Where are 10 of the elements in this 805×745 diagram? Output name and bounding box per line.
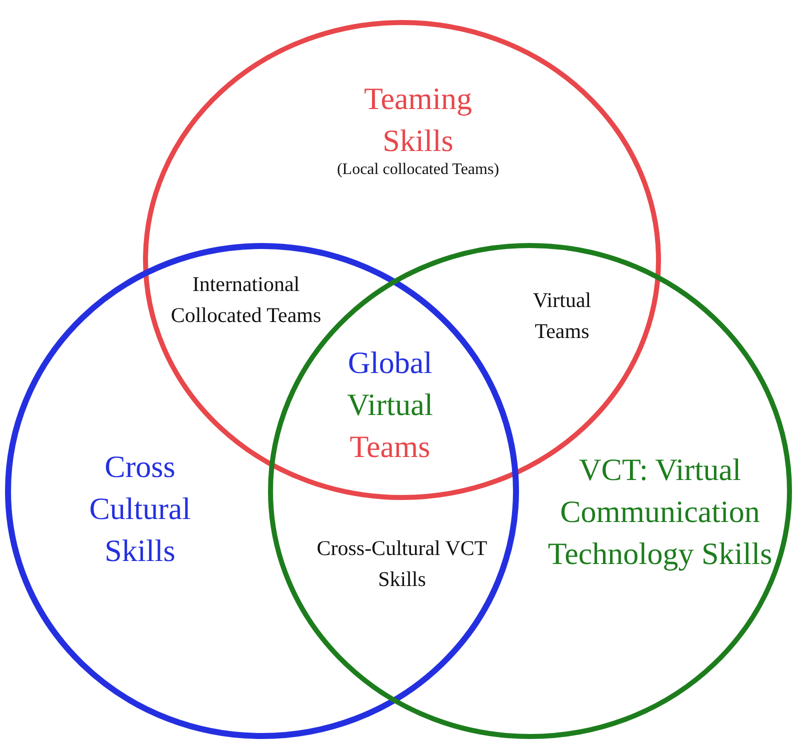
circle-title: Teaming Skills: [362, 80, 473, 160]
region-label: Cross-Cultural VCT Skills: [316, 535, 488, 593]
center-label: Global: [346, 344, 434, 382]
center-label: Teams: [348, 428, 432, 466]
circle-subtitle: (Local collocated Teams): [336, 160, 500, 180]
circle-title: Cross Cultural Skills: [88, 448, 192, 570]
region-label: Virtual Teams: [532, 287, 592, 345]
region-label: International Collocated Teams: [170, 271, 322, 329]
circle-title: VCT: Virtual Communication Technology Skills: [546, 451, 774, 573]
center-label: Virtual: [346, 386, 434, 424]
